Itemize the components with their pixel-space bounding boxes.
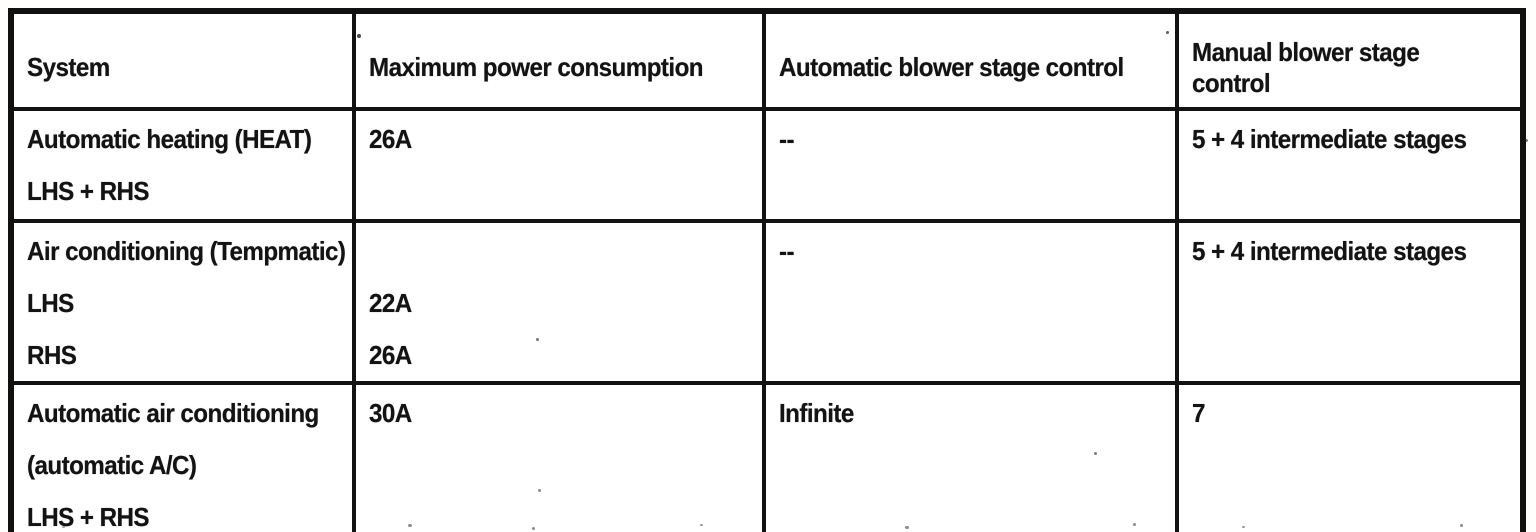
scan-speck: [1133, 523, 1136, 526]
col-header-auto-blower: Automatic blower stage control: [762, 9, 1179, 111]
cell-system: Air conditioning (Tempmatic) LHS RHS: [9, 219, 356, 385]
col-header-system: System: [9, 9, 356, 111]
cell-auto-control: --: [762, 219, 1179, 385]
cell-system: Automatic heating (HEAT) LHS + RHS: [9, 107, 356, 223]
scan-speck: [1094, 452, 1097, 455]
cell-line: 30A: [369, 398, 412, 428]
cell-system: Automatic air conditioning (automatic A/…: [9, 381, 356, 532]
cell-line: LHS + RHS: [27, 502, 150, 532]
col-header-system-label: System: [27, 52, 110, 82]
cell-line: --: [779, 236, 795, 266]
scan-speck: [700, 524, 703, 526]
cell-power: 26A: [352, 107, 766, 223]
col-header-manual-blower-label: Manual blower stage control: [1192, 36, 1420, 98]
cell-line: Air conditioning (Tempmatic): [27, 236, 346, 266]
scan-speck: [905, 526, 909, 529]
cell-line: Automatic air conditioning: [27, 398, 319, 428]
cell-line: (automatic A/C): [27, 450, 197, 480]
cell-manual-control: 5 + 4 intermediate stages: [1175, 107, 1525, 223]
cell-manual-control: 5 + 4 intermediate stages: [1175, 219, 1525, 385]
scan-speck: [1242, 526, 1245, 528]
blower-control-spec-table: System Maximum power consumption Automat…: [8, 8, 1526, 532]
scan-speck: [538, 489, 541, 492]
col-header-max-power: Maximum power consumption: [352, 9, 766, 111]
table-row-automatic-air-conditioning: Automatic air conditioning (automatic A/…: [9, 381, 1525, 532]
table-row-automatic-heating: Automatic heating (HEAT) LHS + RHS 26A -…: [9, 107, 1525, 223]
cell-line: 7: [1192, 398, 1205, 428]
cell-power: 22A 26A: [352, 219, 766, 385]
col-header-auto-blower-label: Automatic blower stage control: [779, 52, 1124, 82]
scan-speck: [1166, 31, 1169, 34]
scan-speck: [357, 34, 361, 38]
header-row: System Maximum power consumption Automat…: [9, 9, 1525, 111]
scan-speck: [1524, 139, 1528, 142]
cell-line: 5 + 4 intermediate stages: [1192, 236, 1467, 266]
col-header-max-power-label: Maximum power consumption: [369, 52, 704, 82]
scan-speck: [408, 524, 412, 527]
cell-line: 5 + 4 intermediate stages: [1192, 124, 1467, 154]
cell-auto-control: Infinite: [762, 381, 1179, 532]
cell-line: 26A: [369, 340, 412, 370]
cell-line: Infinite: [779, 398, 854, 428]
scan-speck: [532, 527, 535, 530]
scan-speck: [1460, 524, 1463, 527]
cell-line: --: [779, 124, 795, 154]
cell-line: Automatic heating (HEAT): [27, 124, 312, 154]
cell-line: LHS + RHS: [27, 176, 150, 206]
cell-line: 26A: [369, 124, 412, 154]
scan-speck: [62, 526, 65, 528]
scan-speck: [536, 338, 539, 341]
cell-power: 30A: [352, 381, 766, 532]
cell-line: 22A: [369, 288, 412, 318]
cell-auto-control: --: [762, 107, 1179, 223]
cell-line: RHS: [27, 340, 77, 370]
col-header-manual-blower: Manual blower stage control: [1175, 9, 1525, 111]
table-row-air-conditioning-tempmatic: Air conditioning (Tempmatic) LHS RHS 22A…: [9, 219, 1525, 385]
cell-manual-control: 7: [1175, 381, 1525, 532]
cell-line: LHS: [27, 288, 74, 318]
